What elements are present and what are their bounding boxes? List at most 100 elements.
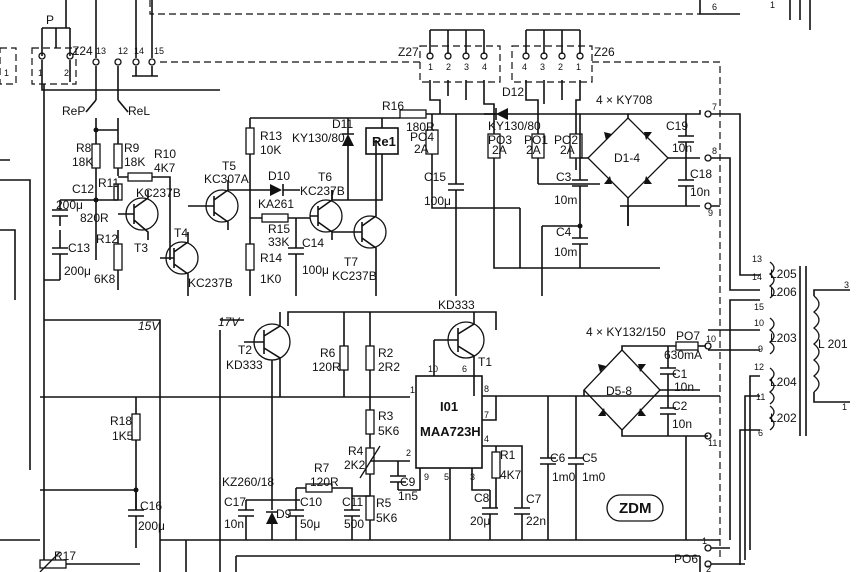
svg-text:10K: 10K — [260, 143, 281, 157]
z27-pin-3: 3 — [464, 62, 469, 72]
transistor-t1: T1 — [434, 312, 492, 376]
svg-text:10m: 10m — [554, 245, 577, 259]
svg-text:120R: 120R — [312, 360, 341, 374]
svg-text:KZ260/18: KZ260/18 — [222, 475, 274, 489]
svg-text:C6: C6 — [550, 451, 566, 465]
svg-text:PO4: PO4 — [410, 130, 434, 144]
capacitor-c5: C5 1m0 — [568, 396, 606, 540]
svg-text:C15: C15 — [424, 170, 446, 184]
svg-text:PO7: PO7 — [676, 329, 700, 343]
svg-text:T3: T3 — [134, 241, 148, 255]
transistor-t4: T4 KC237B — [160, 226, 233, 296]
capacitor-c12: C12 200μ — [52, 182, 94, 226]
z24-pin-13: 13 — [96, 46, 106, 56]
top-pin-6: 6 — [712, 2, 717, 12]
svg-text:630mA: 630mA — [664, 348, 702, 362]
svg-text:12: 12 — [754, 362, 764, 372]
svg-text:KY130/80: KY130/80 — [292, 131, 345, 145]
svg-text:C4: C4 — [556, 225, 572, 239]
svg-text:C3: C3 — [556, 170, 572, 184]
svg-text:I01: I01 — [440, 399, 458, 414]
resistor-r2: R2 2R2 — [365, 312, 400, 410]
svg-text:10n: 10n — [674, 380, 694, 394]
net-15v: 15V — [138, 319, 160, 333]
capacitor-c4: C4 10m — [519, 208, 588, 296]
svg-text:2R2: 2R2 — [378, 360, 400, 374]
svg-text:C11: C11 — [342, 495, 363, 509]
resistor-r10: R10 4K7 — [118, 147, 176, 260]
svg-text:33K: 33K — [268, 235, 289, 249]
capacitor-c14: C14 100μ — [288, 218, 329, 296]
svg-text:C9: C9 — [400, 475, 416, 489]
rel-label: ReL — [128, 104, 150, 118]
capacitor-c6: C6 1m0 — [540, 396, 576, 540]
resistor-r3: R3 5K6 — [365, 409, 400, 448]
svg-text:7: 7 — [484, 410, 489, 420]
z26-pin-2: 2 — [558, 62, 563, 72]
transistor-t2: T2 KD333 — [226, 312, 291, 397]
svg-text:Re1: Re1 — [372, 134, 396, 149]
svg-text:1: 1 — [702, 536, 707, 546]
svg-text:8: 8 — [712, 146, 717, 156]
svg-text:KC237B: KC237B — [300, 184, 345, 198]
svg-text:C13: C13 — [68, 241, 90, 255]
connector-z24: Z24 13 12 14 15 — [72, 0, 420, 100]
resistor-r8: R8 18K — [72, 141, 101, 169]
svg-text:6: 6 — [462, 364, 467, 374]
svg-text:T2: T2 — [238, 343, 252, 357]
connector-z26: Z26 4 3 2 1 — [511, 29, 721, 560]
svg-text:C18: C18 — [690, 167, 712, 181]
svg-text:R15: R15 — [268, 222, 290, 236]
capacitor-c13: C13 200μ — [44, 230, 91, 281]
svg-text:5K6: 5K6 — [376, 511, 398, 525]
svg-text:R18: R18 — [110, 414, 132, 428]
capacitor-c11: C11 500 — [342, 495, 370, 540]
svg-text:9: 9 — [708, 208, 713, 218]
svg-text:200μ: 200μ — [56, 198, 83, 212]
resistor-r13: R13 10K — [245, 118, 282, 232]
z27-pin-2: 2 — [446, 62, 451, 72]
diode-d10: D10 KA261 — [228, 169, 300, 211]
connector-p: P 1 2 1 — [0, 0, 220, 91]
svg-text:1m0: 1m0 — [552, 470, 576, 484]
svg-text:4K7: 4K7 — [500, 468, 522, 482]
svg-text:C2: C2 — [672, 399, 688, 413]
svg-text:2K2: 2K2 — [344, 458, 366, 472]
svg-text:4 × KY132/150: 4 × KY132/150 — [586, 325, 666, 339]
svg-text:D11: D11 — [332, 117, 353, 131]
svg-text:T5: T5 — [222, 159, 236, 173]
svg-text:2A: 2A — [414, 142, 429, 156]
svg-text:1m0: 1m0 — [582, 470, 606, 484]
svg-text:R9: R9 — [124, 141, 140, 155]
top-border: 6 1 — [149, 0, 811, 30]
svg-text:L 201: L 201 — [818, 337, 848, 351]
svg-text:100μ: 100μ — [424, 194, 451, 208]
svg-text:5K6: 5K6 — [378, 424, 400, 438]
svg-text:10n: 10n — [672, 141, 692, 155]
svg-text:13: 13 — [752, 254, 762, 264]
diode-d12: D12 KY130/80 — [484, 85, 588, 133]
t1-type-label: KD333 — [438, 298, 475, 312]
svg-text:R14: R14 — [260, 251, 282, 265]
svg-text:KA261: KA261 — [258, 197, 294, 211]
svg-text:C12: C12 — [72, 182, 94, 196]
resistor-r11: R11 820R — [80, 176, 123, 225]
svg-text:L206: L206 — [770, 285, 797, 299]
svg-text:R13: R13 — [260, 129, 282, 143]
svg-text:T1: T1 — [478, 355, 492, 369]
fuse-po3: PO3 2A — [487, 133, 660, 269]
svg-text:R17: R17 — [54, 549, 76, 563]
svg-text:R16: R16 — [382, 99, 404, 113]
ic-maa723h: I01 MAA723H 10 6 8 7 4 5 9 3 2 — [398, 364, 720, 540]
transistor-t6: T6 KC237B — [300, 170, 345, 240]
capacitor-c16: C16 200μ — [40, 487, 165, 548]
capacitor-c2: C2 10n — [660, 390, 692, 436]
svg-text:4 × KY708: 4 × KY708 — [596, 93, 653, 107]
svg-text:C10: C10 — [300, 495, 322, 509]
svg-text:PO2: PO2 — [554, 133, 578, 147]
resistor-r1: R1 4K7 — [491, 445, 523, 508]
capacitor-c15: C15 100μ KD333 — [424, 114, 475, 312]
z27-label: Z27 — [398, 45, 419, 59]
svg-text:D1-4: D1-4 — [614, 151, 640, 165]
svg-text:D12: D12 — [502, 85, 524, 99]
